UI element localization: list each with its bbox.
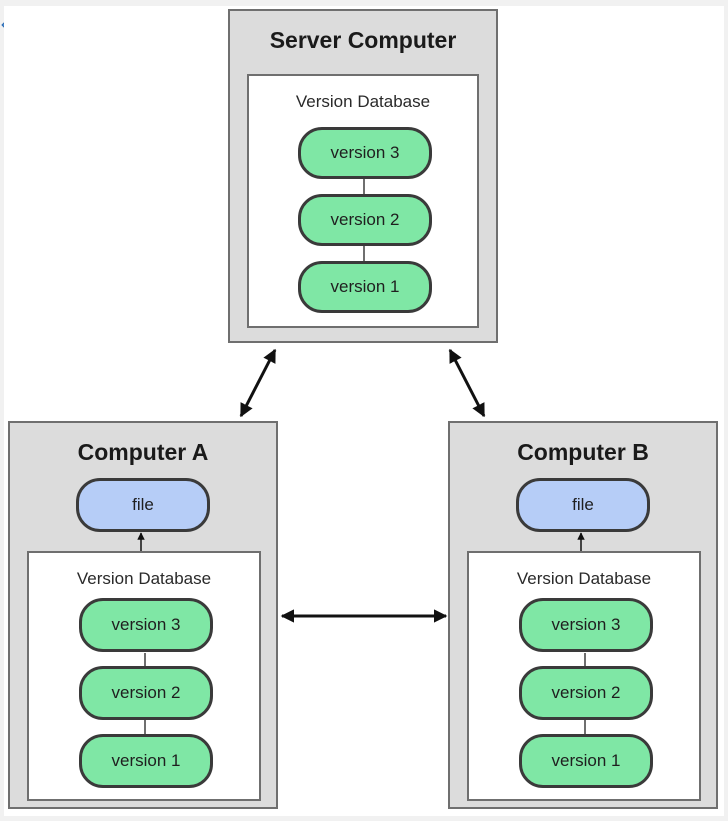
computer-a-connector-2-1 <box>144 720 146 740</box>
server-computer: Server Computer Version Database version… <box>228 9 498 343</box>
computer-a: Computer A file Version Database version… <box>8 421 278 809</box>
computer-b-version-2: version 2 <box>519 666 653 720</box>
computer-a-version-database: Version Database version 3 version 2 ver… <box>27 551 261 801</box>
computer-a-connector-3-2 <box>144 653 146 673</box>
computer-b-file: file <box>516 478 650 532</box>
sync-arrow-server-b <box>448 348 486 418</box>
server-connector-3-2 <box>363 176 365 196</box>
computer-a-version-2: version 2 <box>79 666 213 720</box>
computer-b: Computer B file Version Database version… <box>448 421 718 809</box>
computer-b-version-database: Version Database version 3 version 2 ver… <box>467 551 701 801</box>
computer-b-connector-3-2 <box>584 653 586 673</box>
computer-a-file: file <box>76 478 210 532</box>
computer-b-connector-2-1 <box>584 720 586 740</box>
server-version-3: version 3 <box>298 127 432 179</box>
arrow-layer <box>137 348 585 623</box>
computer-a-version-3: version 3 <box>79 598 213 652</box>
computer-a-version-1: version 1 <box>79 734 213 788</box>
computer-a-title: Computer A <box>77 439 209 465</box>
server-version-database-title: Version Database <box>295 92 431 111</box>
server-version-2: version 2 <box>298 194 432 246</box>
server-version-database: Version Database version 3 version 2 ver… <box>247 74 479 328</box>
server-computer-title: Server Computer <box>269 27 457 53</box>
computer-b-version-3: version 3 <box>519 598 653 652</box>
server-connector-2-1 <box>363 243 365 263</box>
server-version-1: version 1 <box>298 261 432 313</box>
diagram-canvas: Server Computer Version Database version… <box>4 6 724 816</box>
computer-a-version-database-title: Version Database <box>76 569 212 588</box>
computer-b-title: Computer B <box>517 439 649 465</box>
sync-arrow-server-a <box>239 348 277 418</box>
computer-b-version-1: version 1 <box>519 734 653 788</box>
computer-b-version-database-title: Version Database <box>516 569 652 588</box>
